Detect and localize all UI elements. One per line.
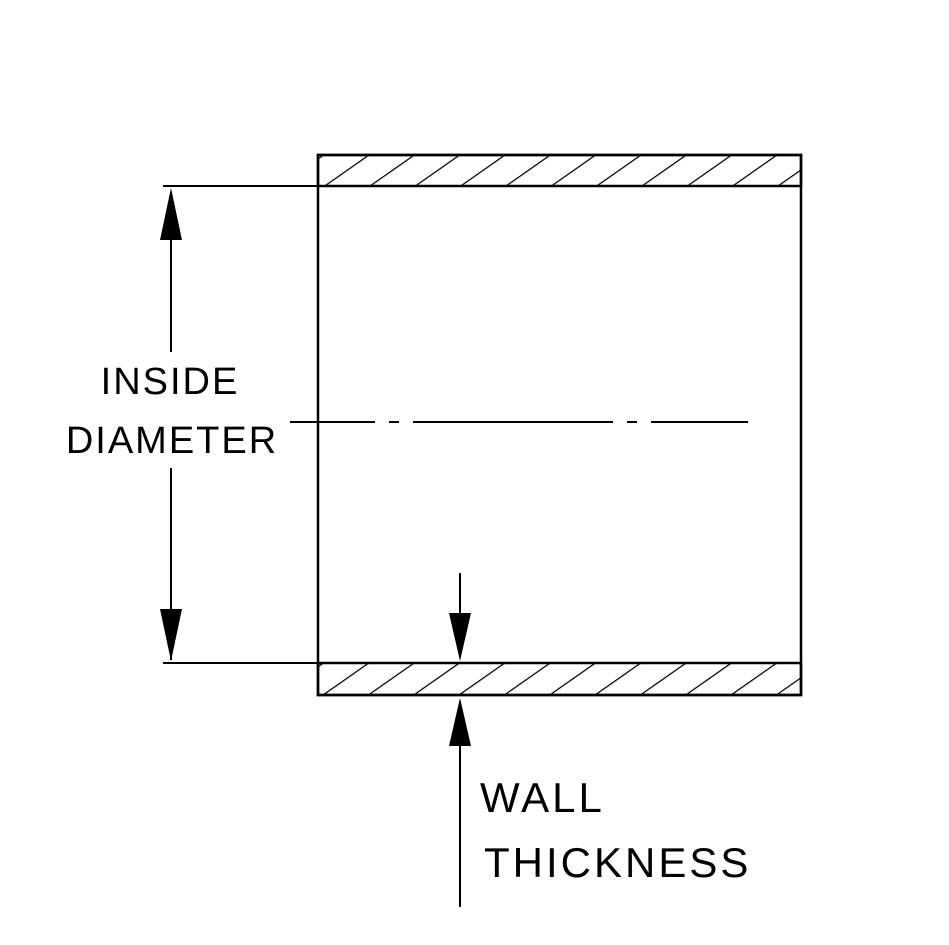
- wall-thickness-label-line1: WALL: [480, 774, 605, 821]
- wall-thickness-label-line2: THICKNESS: [484, 839, 751, 886]
- inside-diameter-label-line1: INSIDE: [101, 361, 240, 403]
- tube-bottom-wall-hatch: [316, 661, 803, 697]
- inside-diameter-arrowhead-down-icon: [160, 609, 182, 661]
- wall-thickness-arrowhead-up-icon: [449, 698, 471, 746]
- inside-diameter-label-line2: DIAMETER: [66, 420, 278, 462]
- tube-body-outline: [316, 153, 803, 697]
- tube-top-wall-hatch: [316, 153, 803, 188]
- inside-diameter-arrowhead-up-icon: [160, 188, 182, 240]
- wall-thickness-arrowhead-down-icon: [449, 613, 471, 661]
